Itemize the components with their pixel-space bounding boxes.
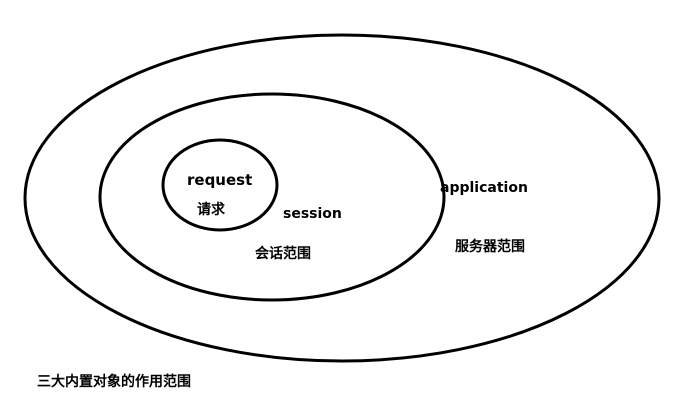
session-label: session	[283, 206, 342, 222]
application-label: application	[440, 180, 528, 196]
request-label: request	[187, 171, 253, 189]
application-cn-label: 服务器范围	[455, 239, 525, 255]
application-scope-ellipse	[23, 33, 661, 363]
request-cn-label: 请求	[197, 202, 225, 218]
diagram-caption: 三大内置对象的作用范围	[37, 374, 191, 390]
request-scope-ellipse	[161, 138, 279, 232]
session-scope-ellipse	[98, 92, 446, 302]
session-cn-label: 会话范围	[255, 246, 311, 262]
